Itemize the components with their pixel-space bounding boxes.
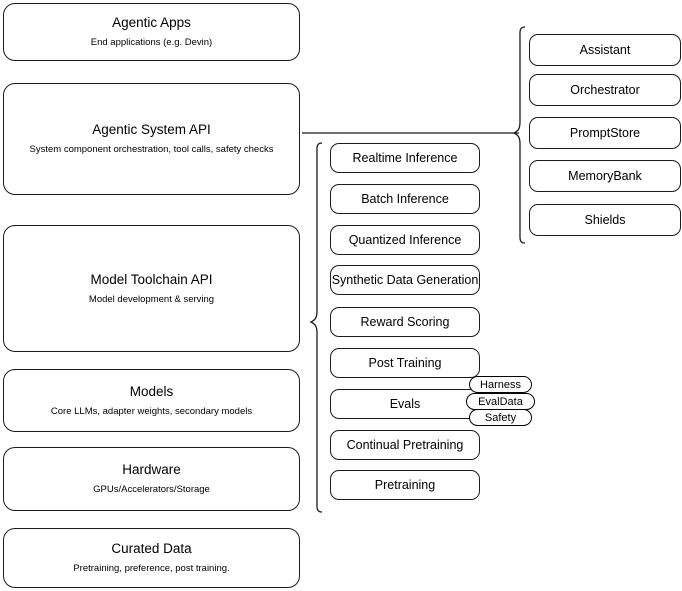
stack-layer-title: Curated Data: [111, 541, 192, 557]
stack-layer-title: Agentic System API: [92, 122, 211, 138]
stack-layer-title: Models: [129, 383, 174, 399]
toolchain-services-brace: [309, 142, 323, 513]
toolchain-service-realtime-inference[interactable]: Realtime Inference: [330, 143, 480, 173]
stack-layer-title: Hardware: [122, 462, 181, 478]
toolchain-service-batch-inference[interactable]: Batch Inference: [330, 184, 480, 214]
stack-layer-subtitle: GPUs/Accelerators/Storage: [93, 484, 210, 495]
agentic-component-shields[interactable]: Shields: [529, 204, 681, 236]
toolchain-service-quantized-inference[interactable]: Quantized Inference: [330, 225, 480, 255]
stack-layer-title: Agentic Apps: [112, 15, 191, 31]
stack-layer-hardware[interactable]: Hardware GPUs/Accelerators/Storage: [3, 447, 300, 511]
agentic-component-promptstore[interactable]: PromptStore: [529, 117, 681, 149]
toolchain-service-pretraining[interactable]: Pretraining: [330, 470, 480, 500]
agentic-components-brace: [512, 26, 526, 244]
stack-layer-subtitle: Model development & serving: [88, 293, 215, 305]
stack-layer-subtitle: System component orchestration, tool cal…: [29, 144, 274, 155]
stack-layer-agentic-system-api[interactable]: Agentic System API System component orch…: [3, 83, 300, 195]
stack-layer-model-toolchain-api[interactable]: Model Toolchain API Model development & …: [3, 225, 300, 352]
stack-layer-models[interactable]: Models Core LLMs, adapter weights, secon…: [3, 369, 300, 432]
stack-layer-subtitle: End applications (e.g. Devin): [90, 37, 213, 48]
toolchain-service-continual-pretraining[interactable]: Continual Pretraining: [330, 430, 480, 460]
stack-layer-agentic-apps[interactable]: Agentic Apps End applications (e.g. Devi…: [3, 3, 300, 61]
stack-layer-title: Model Toolchain API: [90, 271, 213, 287]
evals-subitem-safety[interactable]: Safety: [469, 409, 532, 426]
toolchain-service-post-training[interactable]: Post Training: [330, 348, 480, 378]
evals-subitem-evaldata[interactable]: EvalData: [466, 393, 535, 410]
toolchain-service-synthetic-data-generation[interactable]: Synthetic Data Generation: [330, 265, 480, 295]
stack-layer-subtitle: Pretraining, preference, post training.: [73, 563, 230, 574]
stack-layer-subtitle: Core LLMs, adapter weights, secondary mo…: [50, 405, 253, 417]
agentic-component-memorybank[interactable]: MemoryBank: [529, 160, 681, 192]
stack-layer-curated-data[interactable]: Curated Data Pretraining, preference, po…: [3, 528, 300, 588]
agentic-component-orchestrator[interactable]: Orchestrator: [529, 74, 681, 106]
agentic-component-assistant[interactable]: Assistant: [529, 34, 681, 66]
toolchain-service-evals[interactable]: Evals: [330, 389, 480, 419]
evals-subitem-harness[interactable]: Harness: [469, 376, 532, 393]
toolchain-service-reward-scoring[interactable]: Reward Scoring: [330, 307, 480, 337]
